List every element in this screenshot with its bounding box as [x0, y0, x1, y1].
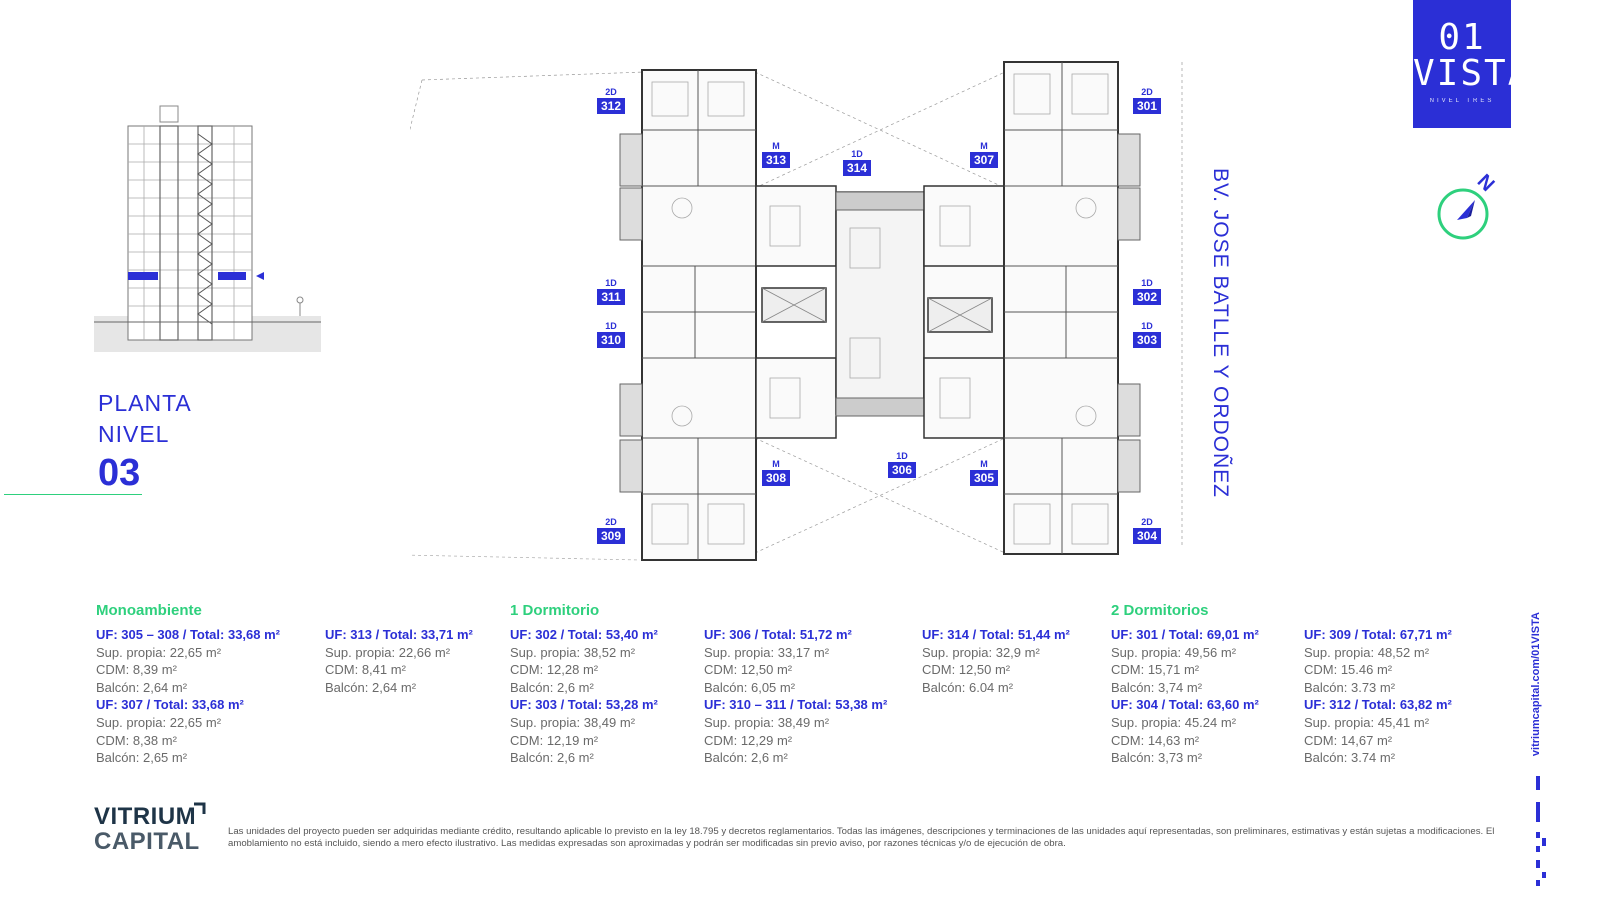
side-decoration	[1536, 776, 1546, 886]
spec-uf-309-312: UF: 309 / Total: 67,71 m² Sup. propia: 4…	[1304, 627, 1452, 766]
spec-uf-305-308: UF: 305 – 308 / Total: 33,68 m² Sup. pro…	[96, 627, 280, 766]
project-logo: 01 VISTA NIVEL TRES	[1413, 0, 1529, 128]
spec-uf-314: UF: 314 / Total: 51,44 m² Sup. propia: 3…	[922, 627, 1070, 695]
category-monoambiente: Monoambiente	[96, 602, 202, 619]
spec-uf-302-303: UF: 302 / Total: 53,40 m² Sup. propia: 3…	[510, 627, 658, 766]
spec-uf-306-310-311: UF: 306 / Total: 51,72 m² Sup. propia: 3…	[704, 627, 888, 766]
planta-label: PLANTA	[98, 390, 192, 416]
street-label: BV. JOSE BATLLE Y ORDOÑEZ	[1209, 168, 1232, 499]
spec-uf-313: UF: 313 / Total: 33,71 m² Sup. propia: 2…	[325, 627, 473, 695]
building-elevation	[94, 105, 321, 352]
disclaimer-text: Las unidades del proyecto pueden ser adq…	[228, 826, 1495, 849]
side-url-link[interactable]: vitriumcapital.com/01VISTA	[1530, 612, 1542, 757]
level-number: 03	[98, 452, 141, 494]
level-underline	[4, 494, 142, 495]
vitrium-capital-logo: VITRIUM CAPITAL	[94, 803, 200, 855]
nivel-label: NIVEL	[98, 421, 170, 447]
floor-plan	[410, 61, 1183, 561]
brand-corner-icon	[194, 802, 206, 814]
category-2-dormitorios: 2 Dormitorios	[1111, 602, 1209, 619]
category-1-dormitorio: 1 Dormitorio	[510, 602, 600, 619]
compass-icon	[1437, 188, 1489, 240]
spec-uf-301-304: UF: 301 / Total: 69,01 m² Sup. propia: 4…	[1111, 627, 1259, 766]
